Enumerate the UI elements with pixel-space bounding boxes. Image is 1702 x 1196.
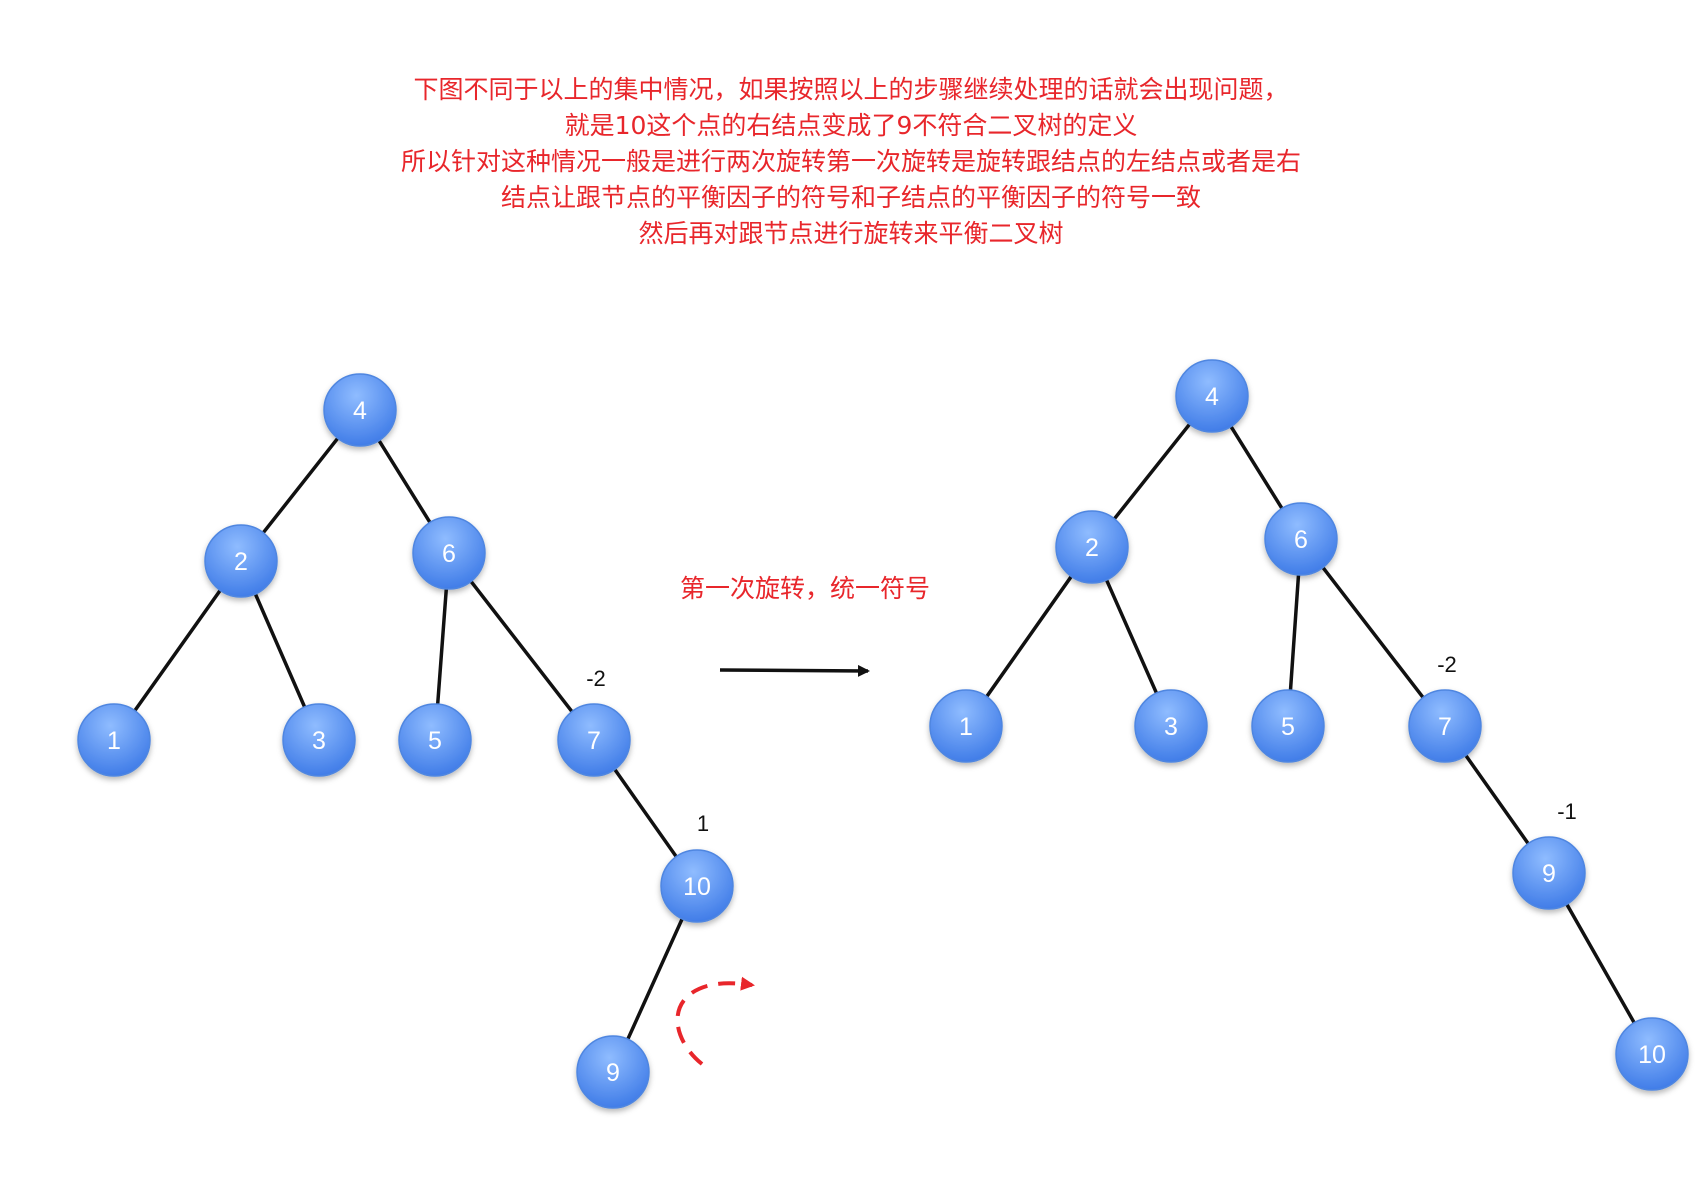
node-label-before-7: 7 (587, 727, 601, 755)
node-label-after-6: 6 (1294, 526, 1308, 554)
node-after-1: 1 (929, 689, 1003, 763)
node-circle-before-9 (576, 1035, 650, 1109)
node-label-after-2: 2 (1085, 534, 1099, 562)
node-label-before-5: 5 (428, 727, 442, 755)
node-label-after-1: 1 (959, 713, 973, 741)
balance-factor-after-9: -1 (1557, 799, 1577, 824)
edge-before-4-2 (261, 436, 340, 535)
node-label-before-4: 4 (353, 397, 367, 425)
rotation-direction-arrow (675, 976, 755, 1066)
node-circle-before-6 (412, 516, 486, 590)
node-circle-after-1 (929, 689, 1003, 763)
balance-factor-before-7: -2 (586, 666, 606, 691)
node-after-7: 7 -2 (1408, 652, 1482, 763)
tree-before-rotation: 4 2 6 1 3 5 7 -2 10 1 9 (77, 373, 734, 1109)
description-line-3: 所以针对这种情况一般是进行两次旋转第一次旋转是旋转跟结点的左结点或者是右 (400, 147, 1301, 176)
node-label-before-9: 9 (606, 1059, 620, 1087)
edge-before-6-7 (469, 579, 574, 714)
node-label-after-10: 10 (1638, 1041, 1666, 1069)
node-label-before-6: 6 (442, 540, 456, 568)
edge-before-2-3 (253, 592, 307, 709)
node-before-10: 10 1 (660, 811, 734, 923)
description-line-1: 下图不同于以上的集中情况，如果按照以上的步骤继续处理的话就会出现问题， (413, 75, 1289, 104)
edge-before-4-6 (377, 438, 432, 525)
description-line-4: 结点让跟节点的平衡因子的符号和子结点的平衡因子的符号一致 (500, 183, 1201, 212)
node-after-4: 4 (1175, 359, 1249, 433)
node-circle-after-3 (1134, 689, 1208, 763)
edge-after-2-3 (1104, 578, 1159, 695)
description-text: 下图不同于以上的集中情况，如果按照以上的步骤继续处理的话就会出现问题， 就是10… (0, 72, 1702, 252)
node-after-2: 2 (1055, 510, 1129, 584)
node-circle-after-4 (1175, 359, 1249, 433)
node-label-before-3: 3 (312, 727, 326, 755)
node-circle-after-2 (1055, 510, 1129, 584)
node-label-after-3: 3 (1164, 713, 1178, 741)
edge-before-7-10 (613, 767, 678, 859)
node-label-after-7: 7 (1438, 713, 1452, 741)
node-circle-after-7 (1408, 689, 1482, 763)
node-circle-before-5 (398, 703, 472, 777)
node-label-before-10: 10 (683, 873, 711, 901)
edge-after-2-1 (984, 574, 1074, 699)
description-line-2: 就是10这个点的右结点变成了9不符合二叉树的定义 (564, 111, 1138, 140)
node-circle-before-3 (282, 703, 356, 777)
node-after-9: 9 -1 (1512, 799, 1586, 910)
edge-after-6-5 (1288, 573, 1301, 692)
node-before-1: 1 (77, 703, 151, 777)
balance-factor-before-10: 1 (697, 811, 709, 836)
node-before-4: 4 (323, 373, 397, 447)
edge-after-6-7 (1321, 565, 1425, 700)
node-label-before-2: 2 (234, 548, 248, 576)
node-after-3: 3 (1134, 689, 1208, 763)
node-after-5: 5 (1251, 689, 1325, 763)
node-label-after-5: 5 (1281, 713, 1295, 741)
edge-after-4-2 (1112, 422, 1192, 521)
node-circle-before-2 (204, 524, 278, 598)
node-label-after-4: 4 (1205, 383, 1219, 411)
node-after-10: 10 (1615, 1017, 1689, 1091)
step-label: 第一次旋转，统一符号 (680, 574, 930, 603)
node-circle-before-10 (660, 849, 734, 923)
description-line-5: 然后再对跟节点进行旋转来平衡二叉树 (638, 219, 1064, 248)
tree-after-rotation: 4 2 6 1 3 5 7 -2 9 -1 10 (929, 359, 1689, 1091)
node-circle-after-6 (1264, 502, 1338, 576)
node-label-after-9: 9 (1542, 860, 1556, 888)
node-after-6: 6 (1264, 502, 1338, 576)
node-before-7: 7 -2 (557, 666, 631, 777)
node-circle-after-10 (1615, 1017, 1689, 1091)
edge-before-10-9 (626, 917, 684, 1041)
transition-arrow (719, 664, 870, 677)
node-circle-before-4 (323, 373, 397, 447)
node-before-6: 6 (412, 516, 486, 590)
node-circle-before-1 (77, 703, 151, 777)
node-before-5: 5 (398, 703, 472, 777)
node-before-9: 9 (576, 1035, 650, 1109)
edge-after-7-9 (1464, 753, 1530, 846)
node-before-2: 2 (204, 524, 278, 598)
node-circle-before-7 (557, 703, 631, 777)
node-before-3: 3 (282, 703, 356, 777)
edge-after-4-6 (1229, 424, 1284, 511)
edge-before-2-1 (133, 588, 222, 713)
edge-before-6-5 (435, 587, 449, 706)
node-circle-after-5 (1251, 689, 1325, 763)
edge-after-9-10 (1565, 902, 1636, 1025)
balance-factor-after-7: -2 (1437, 652, 1457, 677)
node-label-before-1: 1 (107, 727, 121, 755)
node-circle-after-9 (1512, 836, 1586, 910)
